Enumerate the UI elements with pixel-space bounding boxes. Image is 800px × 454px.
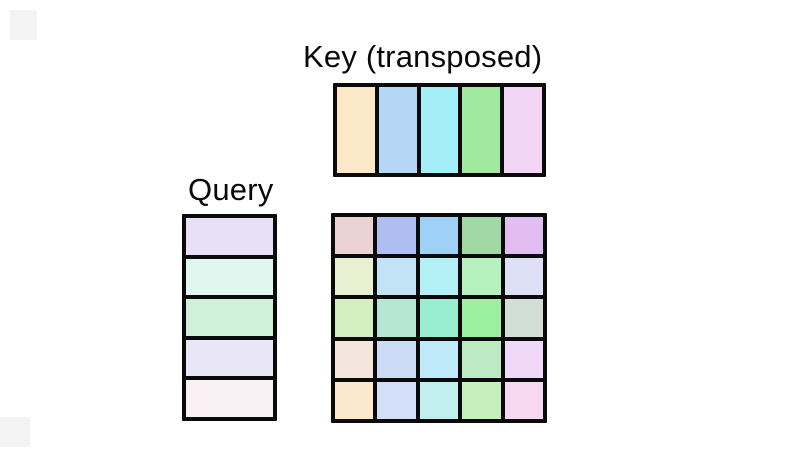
matrix-cell-24 [462, 381, 501, 419]
matrix-cell-10 [504, 258, 543, 296]
matrix-cell-19 [462, 340, 501, 378]
key-transposed-label: Key (transposed) [303, 39, 543, 74]
matrix-cell-20 [504, 340, 543, 378]
key-row-cell-1 [337, 87, 375, 173]
key-row-cell-5 [504, 87, 542, 173]
matrix-cell-16 [335, 340, 374, 378]
key-row-cell-3 [420, 87, 459, 173]
matrix-cell-23 [419, 381, 459, 419]
matrix-cell-21 [335, 381, 374, 419]
matrix-cell-15 [504, 299, 543, 337]
attention-score-matrix [331, 213, 547, 423]
matrix-cell-14 [462, 299, 501, 337]
query-col-cell-2 [186, 258, 273, 296]
matrix-cell-8 [419, 258, 459, 296]
query-col-cell-3 [186, 299, 273, 336]
matrix-cell-12 [377, 299, 416, 337]
matrix-cell-25 [504, 381, 543, 419]
matrix-cell-9 [462, 258, 501, 296]
matrix-cell-22 [377, 381, 416, 419]
key-row-cell-4 [462, 87, 501, 173]
query-col-cell-5 [186, 380, 273, 417]
matrix-cell-3 [419, 217, 459, 255]
matrix-cell-7 [377, 258, 416, 296]
query-label: Query [188, 172, 274, 207]
matrix-cell-5 [504, 217, 543, 255]
query-column [182, 214, 277, 421]
matrix-cell-4 [462, 217, 501, 255]
matrix-cell-2 [377, 217, 416, 255]
matrix-cell-6 [335, 258, 374, 296]
matrix-cell-1 [335, 217, 374, 255]
query-col-cell-1 [186, 218, 273, 255]
corner-mark-bottom-left [0, 417, 30, 447]
matrix-cell-11 [335, 299, 374, 337]
key-transposed-row [333, 83, 546, 177]
matrix-cell-18 [419, 340, 459, 378]
matrix-cell-13 [419, 299, 459, 337]
corner-mark-top-left [10, 10, 37, 40]
key-row-cell-2 [378, 87, 417, 173]
query-col-cell-4 [186, 339, 273, 377]
matrix-cell-17 [377, 340, 416, 378]
